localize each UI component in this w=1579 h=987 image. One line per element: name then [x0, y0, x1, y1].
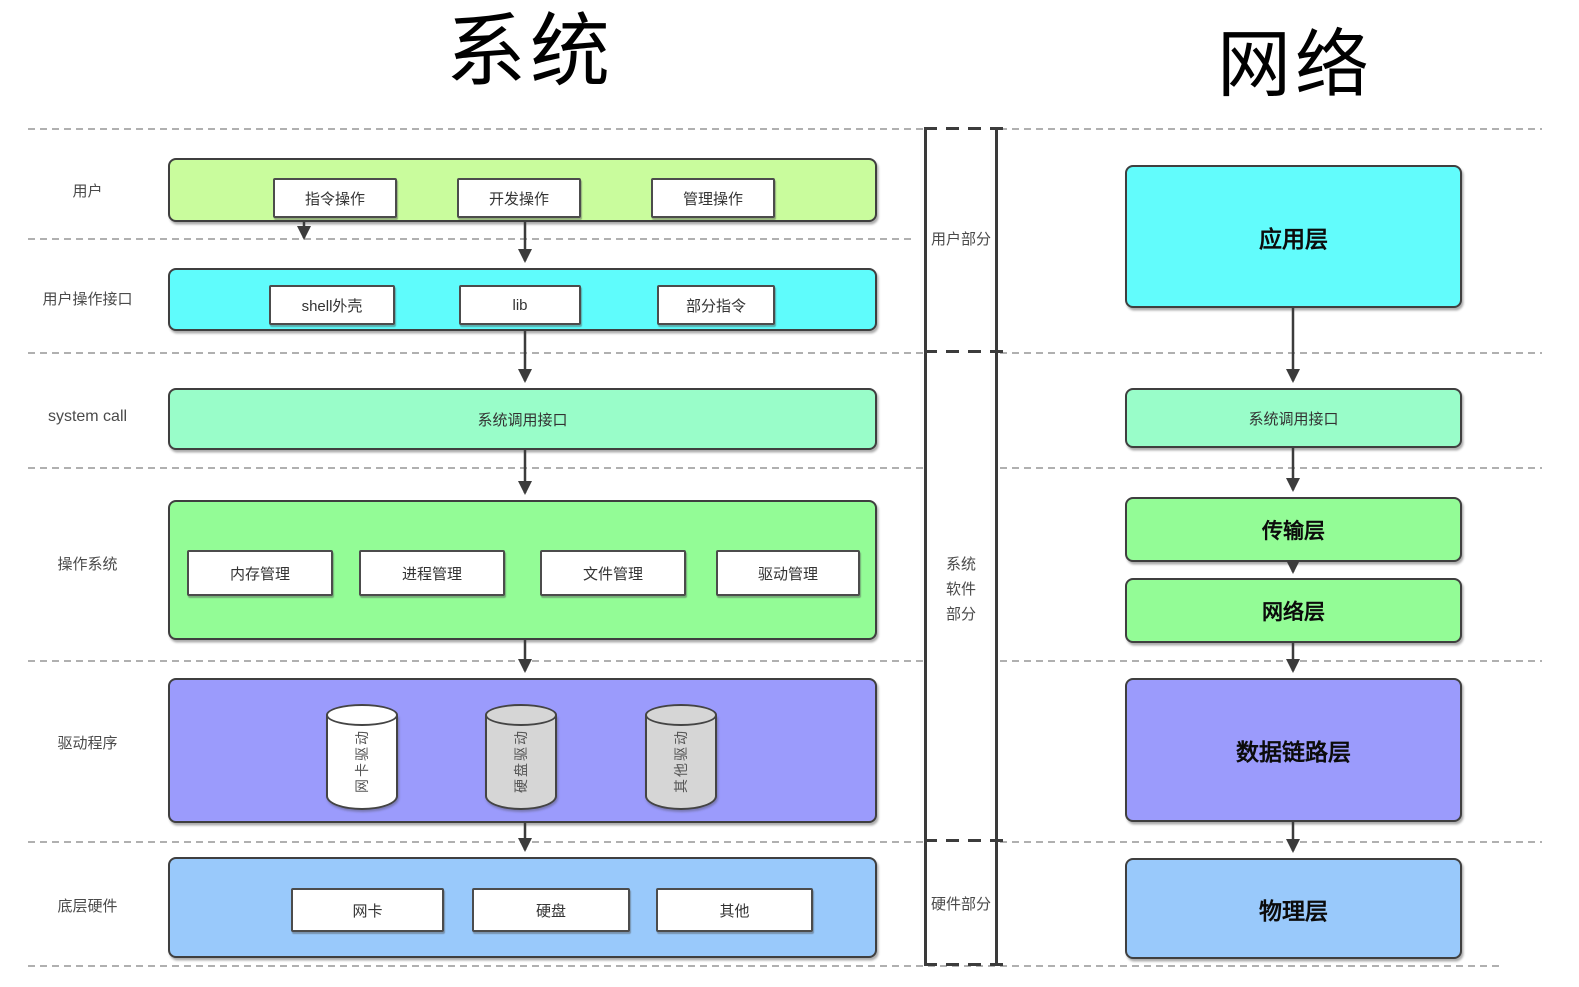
item-box-file-mgmt: 文件管理	[540, 550, 686, 596]
os-layer-box: 内存管理 进程管理 文件管理 驱动管理	[168, 500, 877, 640]
divider-section-system-software-part: 系统软件部分	[927, 552, 995, 627]
item-box-dev-ops: 开发操作	[457, 178, 581, 218]
dashed-separator	[28, 467, 1542, 469]
item-box-driver-mgmt: 驱动管理	[716, 550, 860, 596]
net-layer-label-application: 应用层	[1259, 225, 1328, 252]
item-box-admin-ops: 管理操作	[651, 178, 775, 218]
item-box-shell: shell外壳	[269, 285, 395, 325]
user-interface-layer-box: shell外壳 lib 部分指令	[168, 268, 877, 331]
driver-layer-box: 网卡驱动 硬盘驱动 其他驱动	[168, 678, 877, 823]
net-layer-label-physical: 物理层	[1259, 897, 1328, 924]
row-label-system-call: system call	[47, 408, 128, 425]
item-box-process-mgmt: 进程管理	[359, 550, 505, 596]
divider-dash-bottom	[924, 963, 1004, 966]
row-label-hardware: 底层硬件	[57, 898, 118, 915]
hardware-layer-box: 网卡 硬盘 其他	[168, 857, 877, 958]
net-layer-label-network: 网络层	[1262, 600, 1325, 624]
net-layer-box-syscall: 系统调用接口	[1125, 388, 1462, 448]
title-system: 系统	[446, 7, 614, 96]
net-layer-label-syscall: 系统调用接口	[1248, 410, 1339, 428]
divider-section-user-part: 用户部分	[930, 231, 991, 248]
cylinder-label-disk-driver: 硬盘驱动	[513, 729, 529, 794]
item-box-lib: lib	[459, 285, 581, 325]
net-layer-box-application: 应用层	[1125, 165, 1462, 308]
system-call-layer-box: 系统调用接口	[168, 388, 877, 450]
row-label-os: 操作系统	[57, 556, 118, 573]
database-cylinder-icon: 硬盘驱动	[485, 704, 557, 810]
dashed-separator	[28, 352, 1542, 354]
system-call-layer-label: 系统调用接口	[477, 411, 568, 429]
net-layer-box-network: 网络层	[1125, 578, 1462, 643]
net-layer-box-datalink: 数据链路层	[1125, 678, 1462, 822]
divider-dash-system-hardware	[924, 839, 1004, 842]
row-label-user-interface: 用户操作接口	[42, 291, 133, 308]
cylinder-label-nic-driver: 网卡驱动	[354, 729, 370, 794]
item-box-nic: 网卡	[291, 888, 444, 932]
item-box-command-ops: 指令操作	[273, 178, 397, 218]
dashed-separator	[28, 965, 1502, 967]
dashed-separator	[28, 238, 912, 240]
net-layer-box-transport: 传输层	[1125, 497, 1462, 562]
dashed-separator	[28, 841, 1542, 843]
row-label-user: 用户	[72, 183, 103, 200]
item-box-other: 其他	[656, 888, 813, 932]
net-layer-label-datalink: 数据链路层	[1236, 739, 1351, 765]
net-layer-label-transport: 传输层	[1262, 519, 1325, 543]
net-layer-box-physical: 物理层	[1125, 858, 1462, 959]
item-box-partial-commands: 部分指令	[657, 285, 775, 325]
dashed-separator	[28, 660, 1542, 662]
divider-bar: 用户部分 系统软件部分 硬件部分	[924, 127, 1004, 966]
divider-dash-user-system	[924, 350, 1004, 353]
dashed-separator	[28, 128, 1542, 130]
cylinder-label-other-driver: 其他驱动	[673, 729, 689, 794]
user-layer-box: 指令操作 开发操作 管理操作	[168, 158, 877, 222]
divider-section-hardware-part: 硬件部分	[930, 896, 991, 913]
item-box-memory-mgmt: 内存管理	[187, 550, 333, 596]
database-cylinder-icon: 其他驱动	[645, 704, 717, 810]
database-cylinder-icon: 网卡驱动	[326, 704, 398, 810]
item-box-disk: 硬盘	[472, 888, 630, 932]
title-network: 网络	[1217, 23, 1373, 106]
divider-dash-top	[924, 127, 1004, 130]
divider-section-system-software-text: 系统软件部分	[945, 556, 976, 623]
row-label-driver: 驱动程序	[57, 735, 118, 752]
